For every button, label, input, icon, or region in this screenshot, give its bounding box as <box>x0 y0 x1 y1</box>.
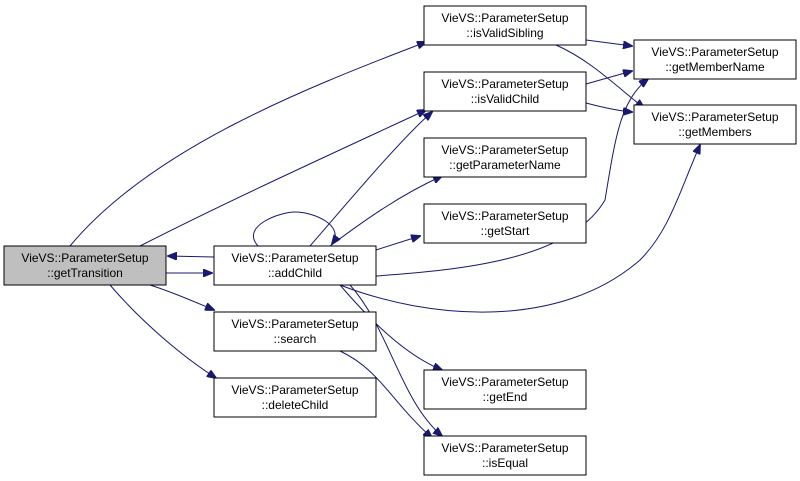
edge-gettransition-to-isvalidsibling <box>69 42 426 247</box>
node-namespace-label: VieVS::ParameterSetup <box>441 11 569 25</box>
node-box <box>423 71 587 112</box>
node-get-start[interactable]: VieVS::ParameterSetup::getStart <box>423 203 587 244</box>
node-box <box>423 435 587 476</box>
node-namespace-label: VieVS::ParameterSetup <box>441 441 569 455</box>
edge-addchild-to-gettransition <box>168 256 215 257</box>
node-namespace-label: VieVS::ParameterSetup <box>231 383 359 397</box>
edge-addchild-to-getparametername <box>329 176 442 247</box>
node-box <box>213 311 377 352</box>
node-is-valid-sibling[interactable]: VieVS::ParameterSetup::isValidSibling <box>423 5 587 46</box>
edge-isvalidsibling-to-getmembername <box>585 39 632 46</box>
node-get-transition[interactable]: VieVS::ParameterSetup::getTransition <box>3 245 167 286</box>
edge-addchild-to-isequal <box>349 284 442 436</box>
edges-layer <box>69 39 700 438</box>
node-box <box>423 203 587 244</box>
edge-search-to-isequal <box>339 350 432 438</box>
node-method-label: ::getEnd <box>483 390 528 404</box>
edge-addchild-to-addchild <box>253 211 335 247</box>
node-namespace-label: VieVS::ParameterSetup <box>441 209 569 223</box>
node-box <box>213 377 377 418</box>
node-is-valid-child[interactable]: VieVS::ParameterSetup::isValidChild <box>423 71 587 112</box>
edge-isvalidsibling-to-getmembers <box>555 44 644 108</box>
node-box <box>633 39 797 80</box>
node-method-label: ::isValidChild <box>471 92 539 106</box>
edge-addchild-to-getstart <box>375 236 420 251</box>
node-get-end[interactable]: VieVS::ParameterSetup::getEnd <box>423 369 587 410</box>
node-namespace-label: VieVS::ParameterSetup <box>231 317 359 331</box>
node-method-label: ::getMemberName <box>665 60 765 74</box>
nodes-layer: VieVS::ParameterSetup::getTransitionVieV… <box>3 5 797 476</box>
edge-isvalidchild-to-getmembers <box>585 102 632 112</box>
node-method-label: ::deleteChild <box>262 398 329 412</box>
node-namespace-label: VieVS::ParameterSetup <box>231 251 359 265</box>
node-namespace-label: VieVS::ParameterSetup <box>651 45 779 59</box>
node-namespace-label: VieVS::ParameterSetup <box>441 375 569 389</box>
node-get-parameter-name[interactable]: VieVS::ParameterSetup::getParameterName <box>423 137 587 178</box>
node-method-label: ::getStart <box>481 224 530 238</box>
node-search[interactable]: VieVS::ParameterSetup::search <box>213 311 377 352</box>
node-delete-child[interactable]: VieVS::ParameterSetup::deleteChild <box>213 377 377 418</box>
edge-gettransition-to-search <box>149 284 214 310</box>
node-get-member-name[interactable]: VieVS::ParameterSetup::getMemberName <box>633 39 797 80</box>
node-namespace-label: VieVS::ParameterSetup <box>441 77 569 91</box>
node-box <box>633 104 797 145</box>
edge-isvalidchild-to-getmembername <box>585 71 632 85</box>
node-method-label: ::search <box>274 332 317 346</box>
edge-addchild-to-isvalidchild <box>309 112 432 247</box>
node-box <box>423 369 587 410</box>
edge-gettransition-to-deletechild <box>109 284 216 378</box>
node-box <box>3 245 167 286</box>
node-method-label: ::getMembers <box>678 125 751 139</box>
node-is-equal[interactable]: VieVS::ParameterSetup::isEqual <box>423 435 587 476</box>
edge-addchild-to-getend <box>339 284 442 370</box>
node-method-label: ::getParameterName <box>449 158 561 172</box>
node-namespace-label: VieVS::ParameterSetup <box>21 251 149 265</box>
node-box <box>423 137 587 178</box>
node-box <box>213 245 377 286</box>
node-method-label: ::isEqual <box>482 456 528 470</box>
node-method-label: ::addChild <box>268 266 322 280</box>
node-method-label: ::getTransition <box>47 266 123 280</box>
edge-addchild-to-getmembers <box>339 145 700 313</box>
node-box <box>423 5 587 46</box>
node-add-child[interactable]: VieVS::ParameterSetup::addChild <box>213 245 377 286</box>
node-namespace-label: VieVS::ParameterSetup <box>651 110 779 124</box>
edge-gettransition-to-isvalidchild <box>139 110 426 247</box>
node-get-members[interactable]: VieVS::ParameterSetup::getMembers <box>633 104 797 145</box>
node-method-label: ::isValidSibling <box>466 26 543 40</box>
node-namespace-label: VieVS::ParameterSetup <box>441 143 569 157</box>
